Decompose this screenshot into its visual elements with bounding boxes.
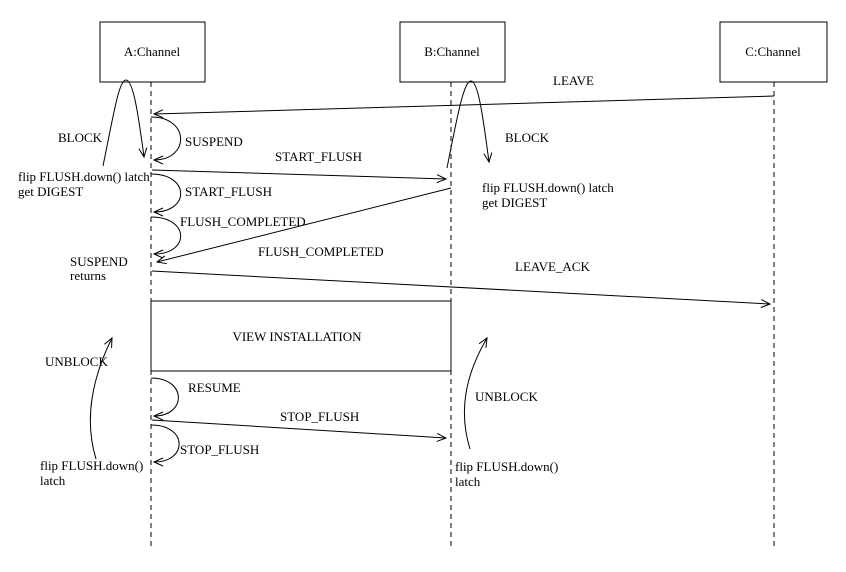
note-flip-latch-bottom-a-line2: latch [40,473,66,488]
actor-label-a: A:Channel [124,44,181,59]
actor-box-c [719,21,828,83]
actor-label-c: C:Channel [745,44,801,59]
note-flip-latch-a-line2: get DIGEST [18,184,83,199]
message-leave-ack-line [151,270,772,308]
self-message-resume-label: RESUME [188,380,241,395]
note-flip-latch-b-line1: flip FLUSH.down() latch [482,180,614,195]
message-flush-completed-line [155,187,452,265]
self-message-flush-completed-label: FLUSH_COMPLETED [180,214,306,229]
message-start-flush-label: START_FLUSH [275,149,362,164]
note-flip-latch-bottom-b-line1: flip FLUSH.down() [455,459,558,474]
self-message-suspend-arc [150,116,181,165]
note-suspend-returns-line1: SUSPEND [70,254,128,269]
unblock-arrow-a [89,336,113,460]
unblock-label-b: UNBLOCK [475,389,538,404]
self-message-start-flush-label: START_FLUSH [185,184,272,199]
view-installation-frame [150,300,452,372]
unblock-label-a: UNBLOCK [45,354,108,369]
actor-box-b [399,21,506,83]
message-start-flush-line [151,169,448,184]
block-label-b: BLOCK [505,130,550,145]
message-stop-flush-line [151,419,448,442]
message-leave-line [152,95,775,119]
note-flip-latch-bottom-a-line1: flip FLUSH.down() [40,458,143,473]
block-label-a: BLOCK [58,130,103,145]
message-stop-flush-label: STOP_FLUSH [280,409,359,424]
block-arrow-b [446,80,493,169]
actor-label-b: B:Channel [424,44,480,59]
self-message-flush-completed-arc [150,216,181,259]
message-flush-completed-label: FLUSH_COMPLETED [258,244,384,259]
self-message-suspend-label: SUSPEND [185,134,243,149]
view-installation-label: VIEW INSTALLATION [232,329,362,344]
unblock-arrow-b [464,336,488,450]
self-message-stop-flush-arc [150,424,180,467]
self-message-start-flush-arc [150,173,181,217]
message-leave-ack-label: LEAVE_ACK [515,259,590,274]
self-message-resume-arc [150,377,179,421]
block-arrow-a [102,79,148,167]
actor-box-a [99,21,206,83]
note-flip-latch-bottom-b-line2: latch [455,474,481,489]
message-leave-label: LEAVE [553,73,594,88]
note-flip-latch-a-line1: flip FLUSH.down() latch [18,169,150,184]
self-message-stop-flush-label: STOP_FLUSH [180,442,259,457]
note-flip-latch-b-line2: get DIGEST [482,195,547,210]
note-suspend-returns-line2: returns [70,268,106,283]
